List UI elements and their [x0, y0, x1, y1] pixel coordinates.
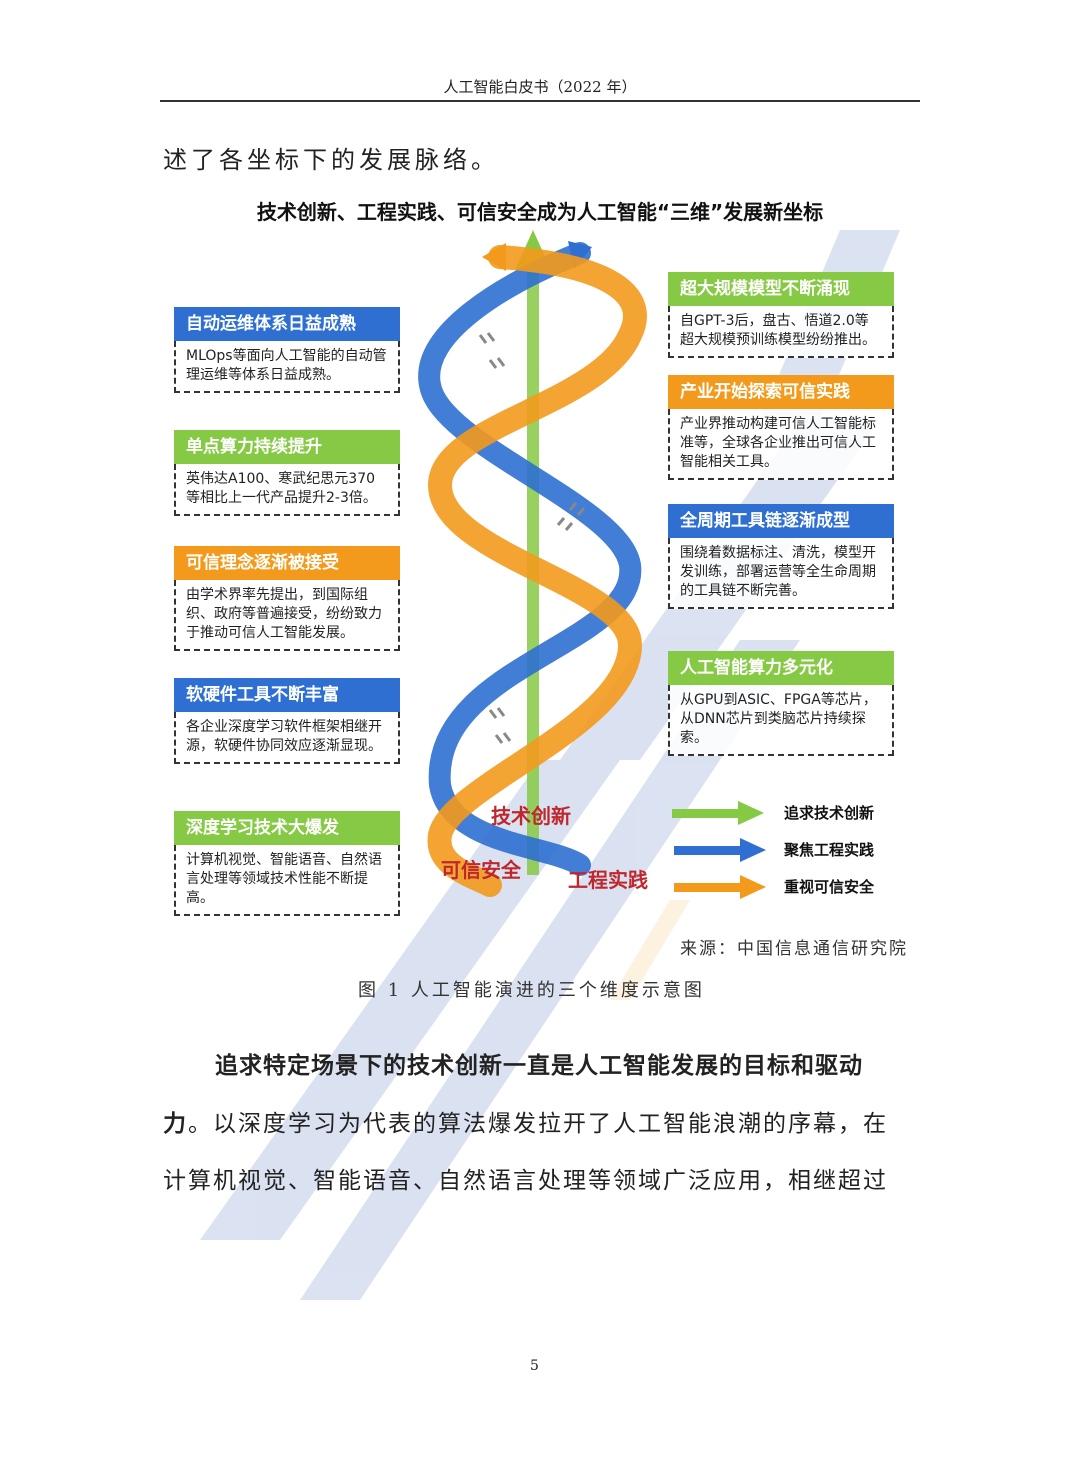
card-deep-learning: 深度学习技术大爆发 计算机视觉、智能语音、自然语言处理等领域技术性能不断提高。	[174, 811, 400, 916]
axis-label-tech: 技术创新	[491, 804, 571, 828]
card-title: 深度学习技术大爆发	[174, 811, 400, 845]
card-auto-ops: 自动运维体系日益成熟 MLOps等面向人工智能的自动管理运维等体系日益成熟。	[174, 307, 400, 393]
card-body: 自GPT-3后，盘古、悟道2.0等超大规模预训练模型纷纷推出。	[668, 306, 894, 358]
legend-item-trust: 重视可信安全	[672, 874, 912, 900]
card-body: 产业界推动构建可信人工智能标准等，全球各企业推出可信人工智能相关工具。	[668, 409, 894, 480]
card-body: 各企业深度学习软件框架相继开源，软硬件协同效应逐渐显现。	[174, 712, 400, 764]
page-header: 人工智能白皮书（2022 年）	[443, 78, 637, 96]
axis-label-engineering: 工程实践	[568, 868, 648, 892]
body-line-2-rest: 。以深度学习为代表的算法爆发拉开了人工智能浪潮的序幕，在	[188, 1111, 888, 1137]
body-line-3: 计算机视觉、智能语音、自然语言处理等领域广泛应用，相继超过	[163, 1168, 888, 1194]
body-line-2-bold: 力	[163, 1111, 188, 1137]
card-trust-concept: 可信理念逐渐被接受 由学术界率先提出，到国际组织、政府等普遍接受，纷纷致力于推动…	[174, 546, 400, 651]
figure-caption: 图 1 人工智能演进的三个维度示意图	[358, 980, 705, 1001]
blue-arrow-icon	[674, 838, 766, 862]
card-body: 围绕着数据标注、清洗，模型开发训练，部署运营等全生命周期的工具链不断完善。	[668, 538, 894, 609]
card-title: 人工智能算力多元化	[668, 651, 894, 685]
lead-text: 述了各坐标下的发展脉络。	[163, 146, 499, 174]
axis-label-trust: 可信安全	[441, 858, 521, 882]
card-body: 英伟达A100、寒武纪思元370等相比上一代产品提升2-3倍。	[174, 464, 400, 516]
card-industry-trust: 产业开始探索可信实践 产业界推动构建可信人工智能标准等，全球各企业推出可信人工智…	[668, 375, 894, 480]
card-title: 产业开始探索可信实践	[668, 375, 894, 409]
figure-source: 来源：中国信息通信研究院	[680, 939, 908, 959]
header-divider	[160, 100, 920, 102]
card-title: 全周期工具链逐渐成型	[668, 504, 894, 538]
card-title: 自动运维体系日益成熟	[174, 307, 400, 341]
card-single-compute: 单点算力持续提升 英伟达A100、寒武纪思元370等相比上一代产品提升2-3倍。	[174, 430, 400, 516]
body-line-1: 追求特定场景下的技术创新一直是人工智能发展的目标和驱动	[215, 1053, 863, 1079]
legend-label: 重视可信安全	[784, 878, 875, 896]
legend-item-engineering: 聚焦工程实践	[672, 837, 912, 863]
legend-label: 追求技术创新	[784, 804, 875, 822]
green-arrow-icon	[672, 801, 764, 825]
page-number: 5	[530, 1358, 539, 1374]
card-body: 计算机视觉、智能语音、自然语言处理等领域技术性能不断提高。	[174, 845, 400, 916]
card-title: 可信理念逐渐被接受	[174, 546, 400, 580]
card-body: 从GPU到ASIC、FPGA等芯片，从DNN芯片到类脑芯片持续探索。	[668, 685, 894, 756]
legend-item-tech: 追求技术创新	[672, 800, 912, 826]
card-body: MLOps等面向人工智能的自动管理运维等体系日益成熟。	[174, 341, 400, 393]
card-title: 单点算力持续提升	[174, 430, 400, 464]
legend-label: 聚焦工程实践	[784, 841, 875, 859]
orange-arrow-icon	[674, 875, 766, 899]
card-compute-diversity: 人工智能算力多元化 从GPU到ASIC、FPGA等芯片，从DNN芯片到类脑芯片持…	[668, 651, 894, 756]
card-software-hardware: 软硬件工具不断丰富 各企业深度学习软件框架相继开源，软硬件协同效应逐渐显现。	[174, 678, 400, 764]
helix-diagram	[418, 230, 647, 897]
card-body: 由学术界率先提出，到国际组织、政府等普遍接受，纷纷致力于推动可信人工智能发展。	[174, 580, 400, 651]
card-large-models: 超大规模模型不断涌现 自GPT-3后，盘古、悟道2.0等超大规模预训练模型纷纷推…	[668, 272, 894, 358]
card-title: 软硬件工具不断丰富	[174, 678, 400, 712]
card-toolchain: 全周期工具链逐渐成型 围绕着数据标注、清洗，模型开发训练，部署运营等全生命周期的…	[668, 504, 894, 609]
body-line-2: 力。以深度学习为代表的算法爆发拉开了人工智能浪潮的序幕，在	[163, 1104, 913, 1138]
card-title: 超大规模模型不断涌现	[668, 272, 894, 306]
figure-title: 技术创新、工程实践、可信安全成为人工智能“三维”发展新坐标	[256, 200, 824, 224]
